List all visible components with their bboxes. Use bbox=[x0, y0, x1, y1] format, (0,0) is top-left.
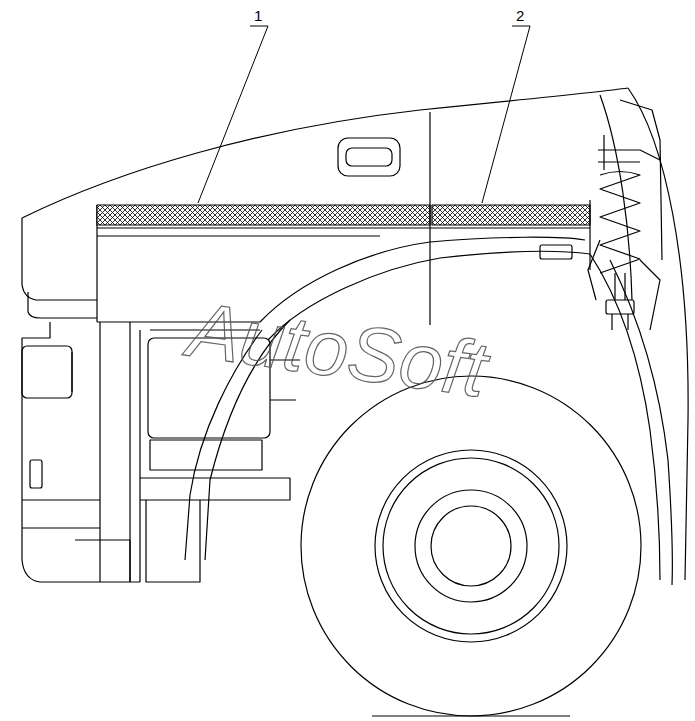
strip bbox=[432, 205, 590, 225]
leader-line bbox=[198, 26, 268, 203]
leader-line bbox=[482, 26, 530, 203]
callout-number: 1 bbox=[254, 8, 262, 23]
tyre bbox=[301, 376, 641, 716]
strip bbox=[97, 205, 430, 225]
watermark: AutoSoft bbox=[184, 290, 491, 409]
callout-number: 2 bbox=[516, 8, 524, 23]
